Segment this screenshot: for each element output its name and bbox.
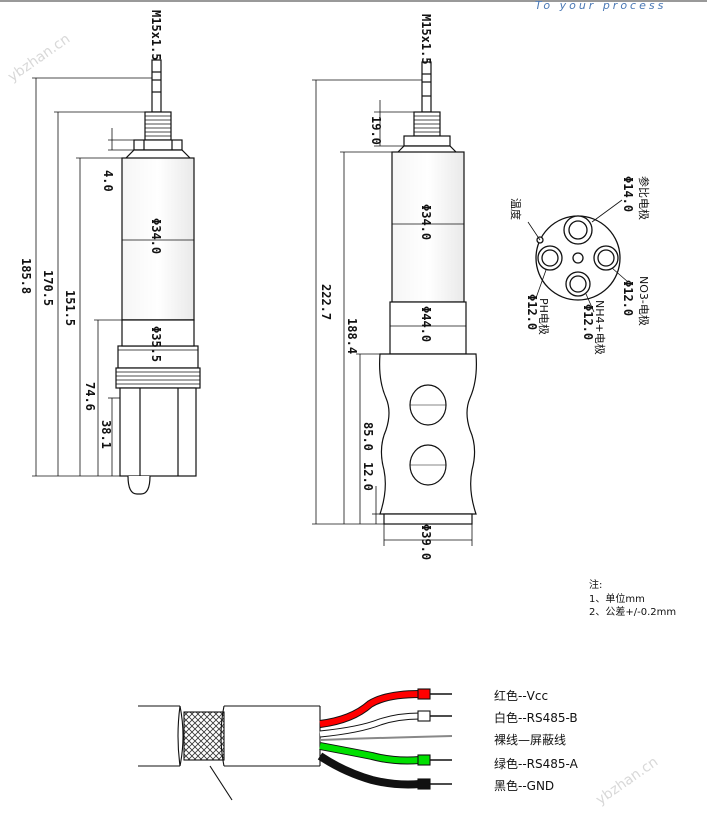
end-view-nh4-label: NH4+电极 (593, 300, 607, 355)
end-view-ref-dia: Φ14.0 (621, 176, 635, 212)
right-dim-188: 188.4 (345, 318, 359, 354)
end-view-nh4-dia: Φ12.0 (581, 304, 595, 340)
wire-label-white: 白色--RS485-B (494, 710, 578, 725)
watermark-bottom: ybzhan.cn (593, 754, 661, 808)
left-thread-label: M15x1.5 (149, 10, 163, 61)
end-view-leaders (527, 199, 629, 313)
cable-diagram (138, 688, 453, 801)
right-thread-label: M15x1.5 (419, 14, 433, 65)
end-view-diagram (535, 215, 621, 301)
left-dim-ring-dia: Φ35.5 (149, 326, 163, 362)
left-dim-170: 170.5 (41, 270, 55, 306)
notes-line-2: 2、公差+/-0.2mm (589, 605, 676, 618)
right-dim-body-dia: Φ34.0 (419, 204, 433, 240)
brand-tagline: To your process (535, 0, 666, 12)
wire-label-red: 红色--Vcc (494, 688, 548, 703)
wire-label-green: 绿色--RS485-A (494, 756, 579, 771)
left-dim-4: 4.0 (101, 170, 115, 192)
end-view-ref-label: 参比电极 (637, 176, 651, 220)
right-dim-19: 19.0 (369, 116, 383, 145)
end-view-ph-label: PH电极 (537, 298, 551, 335)
left-dim-body-dia: Φ34.0 (149, 218, 163, 254)
notes-line-1: 1、单位mm (589, 592, 645, 605)
right-dim-222: 222.7 (319, 284, 333, 320)
end-view-no3-label: NO3-电极 (637, 276, 651, 326)
notes-title: 注: (589, 578, 602, 591)
wire-label-black: 黑色--GND (494, 779, 554, 793)
probe-right-dimensions (312, 79, 473, 546)
end-view-no3-dia: Φ12.0 (621, 280, 635, 316)
watermark-top: ybzhan.cn (5, 31, 73, 85)
wire-label-shield: 裸线—屏蔽线 (494, 732, 566, 747)
right-dim-39: Φ39.0 (419, 524, 433, 560)
left-dim-185: 185.8 (19, 258, 33, 294)
left-dim-151: 151.5 (63, 290, 77, 326)
left-dim-74: 74.6 (83, 382, 97, 411)
end-view-temp-label: 温度 (509, 198, 523, 220)
right-dim-12: 12.0 (361, 462, 375, 491)
probe-right (379, 61, 477, 525)
probe-left-dimensions (32, 77, 198, 477)
probe-left (115, 59, 201, 495)
left-dim-38: 38.1 (99, 420, 113, 449)
end-view-ph-dia: Φ12.0 (525, 294, 539, 330)
right-dim-85: 85.0 (361, 422, 375, 451)
right-dim-44: Φ44.0 (419, 306, 433, 342)
